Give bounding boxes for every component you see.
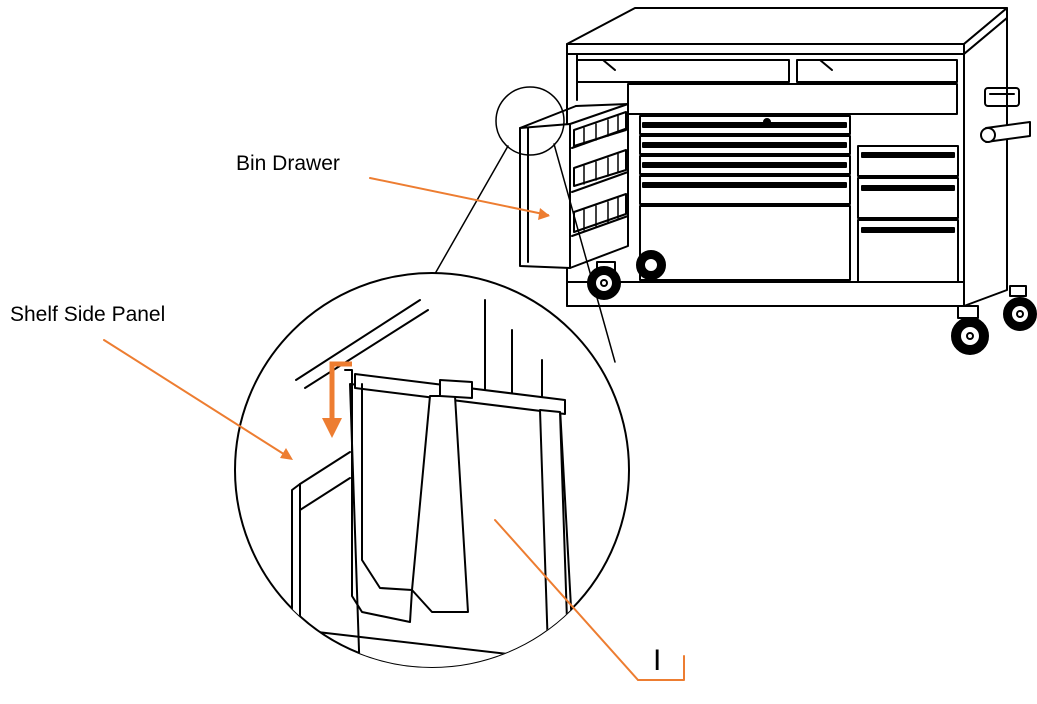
shelf-side-panel-leader xyxy=(103,339,291,459)
bin-drawer-label: Bin Drawer xyxy=(236,152,340,175)
zoom-detail xyxy=(234,272,630,668)
drawer-2 xyxy=(639,135,851,155)
right-drawer-1 xyxy=(857,145,959,177)
side-handle xyxy=(984,87,1020,107)
cabinet-base xyxy=(566,281,965,307)
down-arrow-indicator xyxy=(322,361,352,438)
top-drawer xyxy=(627,83,958,115)
cabinet-side-panel xyxy=(963,17,1008,307)
drawer-4 xyxy=(639,175,851,205)
detail-marker-circle xyxy=(495,86,565,156)
cabinet-top-front-edge xyxy=(566,43,965,55)
cabinet-top xyxy=(566,7,1008,45)
shelf-side-panel-label: Shelf Side Panel xyxy=(10,303,166,326)
part-i-leader xyxy=(494,519,639,681)
part-id-label: I xyxy=(653,644,662,677)
drawer-5 xyxy=(639,205,851,281)
shelf-side-panel xyxy=(291,483,301,667)
caster-rear-right xyxy=(1003,285,1037,331)
tool-cabinet xyxy=(495,7,1037,355)
bin-drawer-leader xyxy=(369,177,549,216)
caster-front-left xyxy=(587,261,621,300)
top-tray-left xyxy=(576,59,790,83)
caster-front-mid xyxy=(636,250,666,280)
caster-front-right xyxy=(951,305,989,355)
bin-drawer-unit xyxy=(519,103,629,269)
part-i-bracket xyxy=(637,655,685,681)
right-drawer-2 xyxy=(857,177,959,219)
top-tray-right xyxy=(796,59,958,83)
drawer-1 xyxy=(639,115,851,135)
zoom-connector-right xyxy=(553,143,616,363)
drawer-3 xyxy=(639,155,851,175)
